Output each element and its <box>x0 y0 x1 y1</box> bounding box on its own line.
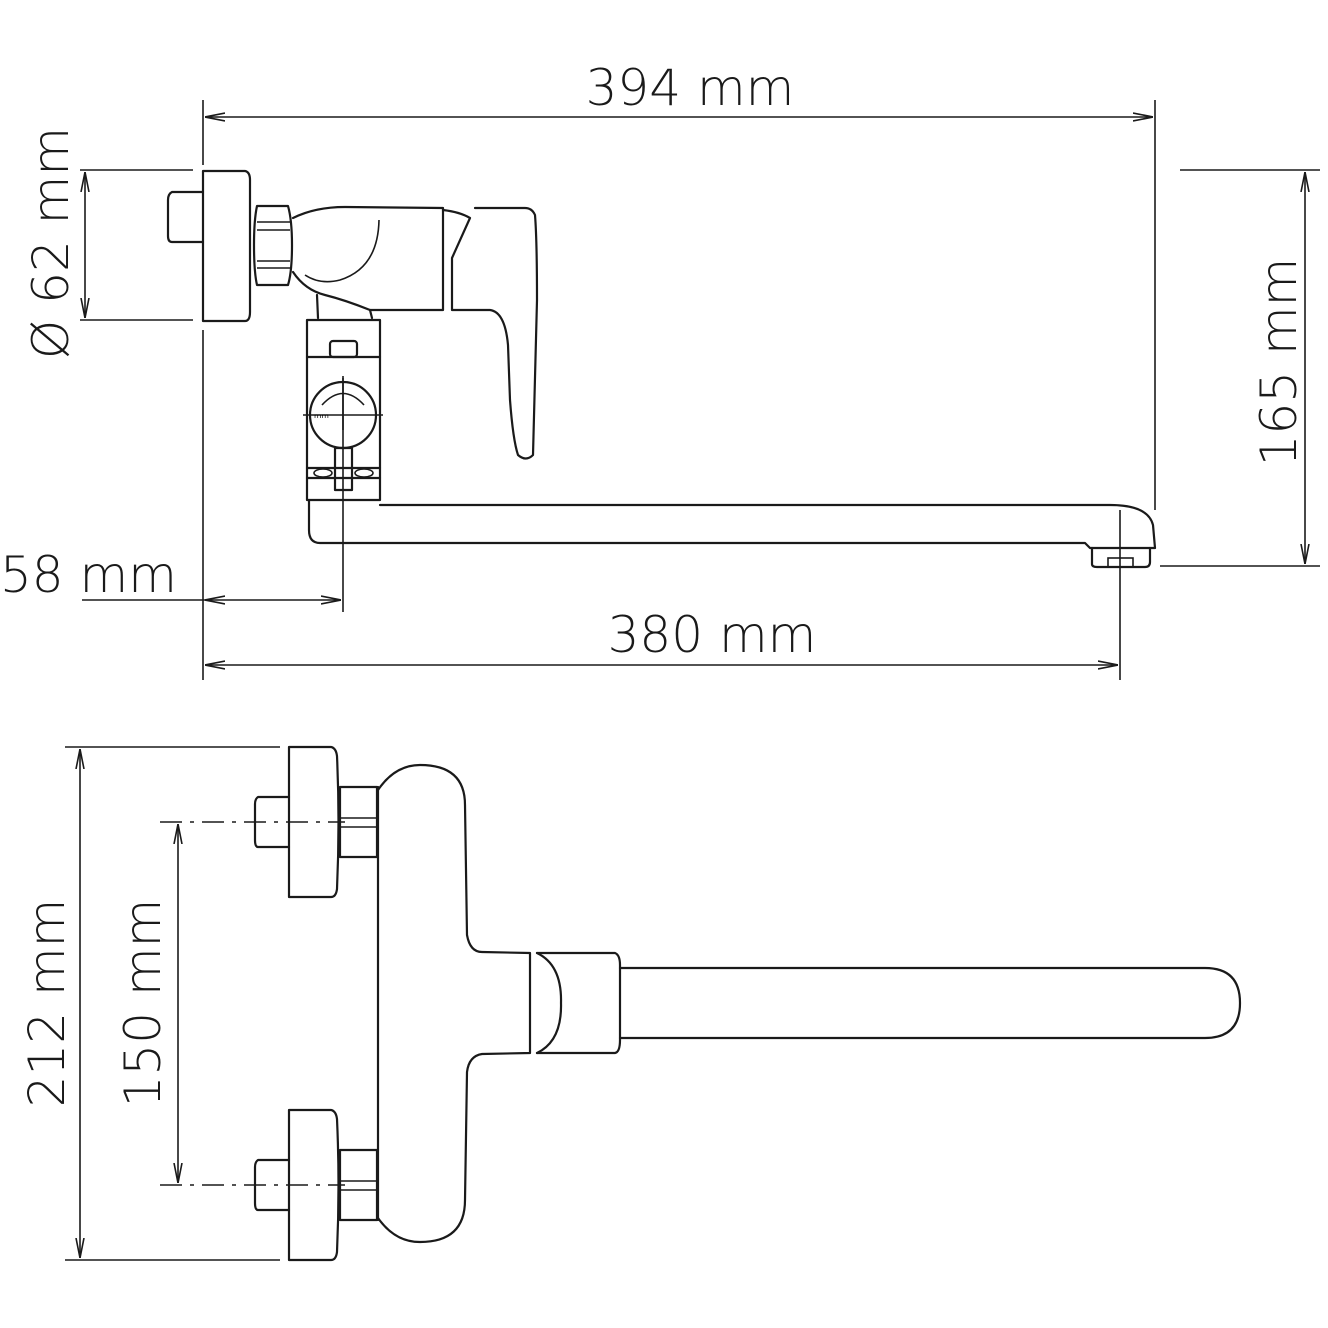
hex-nut-bottom <box>338 1148 379 1222</box>
spout-top <box>618 966 1242 1040</box>
dim-label-150: 150 mm <box>114 899 172 1108</box>
side-view: ᵐᵐ 394 mm Ø 62 mm 165 mm 58 mm 380 mm <box>0 59 1320 680</box>
dim-label-62: Ø 62 mm <box>22 127 80 359</box>
lever-handle <box>441 206 539 460</box>
top-view: 212 mm 150 mm <box>18 745 1242 1262</box>
spout-collar <box>535 951 622 1055</box>
hex-nut <box>252 204 294 287</box>
dim-label-212: 212 mm <box>18 899 76 1108</box>
dim-label-58: 58 mm <box>0 546 177 604</box>
spout <box>307 498 1157 550</box>
hex-nut-top <box>338 785 379 859</box>
dim-label-394: 394 mm <box>586 59 795 117</box>
dim-label-380: 380 mm <box>608 606 817 664</box>
shower-icon: ᵐᵐ <box>314 411 329 425</box>
wall-flange-bottom <box>287 1108 340 1262</box>
diverter-tab <box>328 339 359 359</box>
mixer-body <box>291 205 445 312</box>
wall-flange <box>201 169 252 323</box>
wall-flange-top <box>287 745 340 899</box>
mixer-body-top <box>376 763 532 1244</box>
dim-label-165: 165 mm <box>1250 258 1308 467</box>
inlet-pipe <box>166 190 205 244</box>
